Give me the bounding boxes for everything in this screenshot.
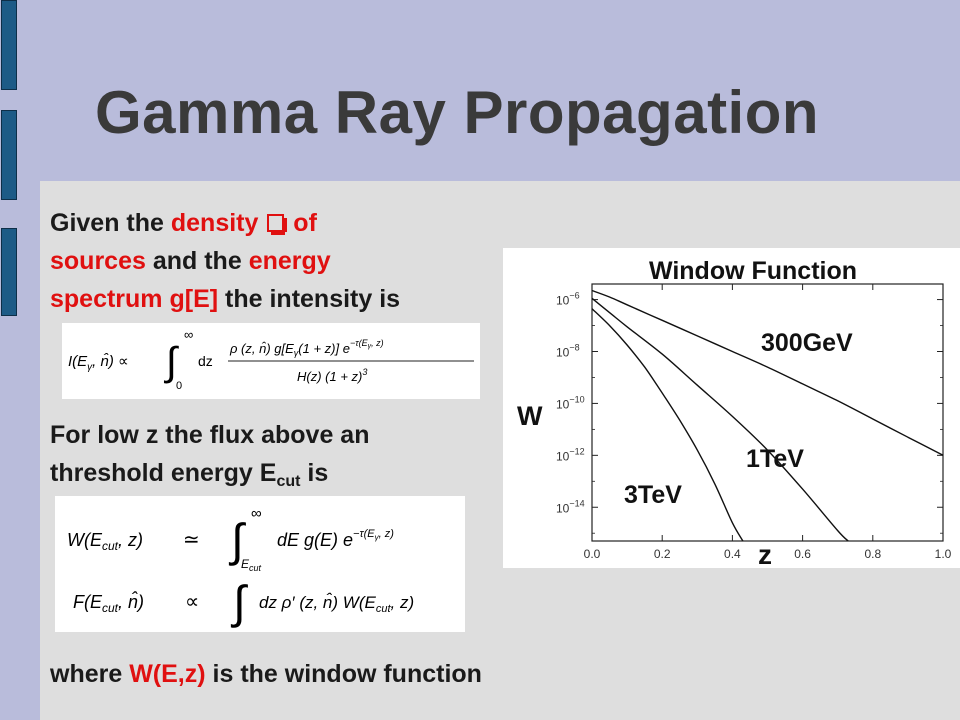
f1-int-upper: ∞	[184, 327, 193, 342]
svg-text:H(z) (1 + z)3: H(z) (1 + z)3	[297, 367, 367, 384]
plot-frame	[591, 283, 944, 542]
y-axis-label: W	[517, 401, 543, 431]
text-run: and the	[145, 247, 249, 275]
x-tick-label: 0.8	[864, 547, 881, 561]
x-tick-label: 1.0	[935, 547, 952, 561]
svg-text:W(Ecut, z): W(Ecut, z)	[67, 530, 143, 553]
f1-int-lower: 0	[176, 380, 182, 392]
f2-row2-rhs: dz ρ′ (z, n̂) W(E	[259, 592, 376, 612]
density-term: density	[170, 209, 259, 237]
text-run: is the window function	[205, 660, 482, 688]
text-run: threshold energy E	[50, 459, 277, 487]
f1-exp-sub: γ	[368, 343, 372, 350]
f1-lhs: I(E	[68, 353, 88, 370]
f2-row1-rhs: dE g(E) e	[277, 530, 353, 550]
f2-row1-lower: E	[241, 557, 250, 571]
f1-lhs-end: , n̂) ∝	[92, 353, 129, 370]
x-tick-label: 0.6	[794, 547, 811, 561]
x-tick-label: 0.2	[654, 547, 671, 561]
f2-row1-exp-end: , z)	[379, 528, 395, 540]
edge-tab	[1, 110, 17, 200]
series-line-1tev	[591, 297, 849, 542]
f2-row1-lhs: W(E	[67, 530, 103, 550]
f1-den-sup: 3	[362, 367, 367, 377]
x-axis-label: z	[758, 539, 772, 568]
y-tick-label: 10−12	[556, 446, 585, 463]
f2-row2-lhs-end: , n̂)	[118, 591, 144, 612]
integral-sign: ∫	[230, 576, 248, 628]
f1-numerator: ρ (z, n̂) g[E	[229, 341, 294, 356]
f1-exp: −τ(E	[350, 338, 369, 348]
window-flux-formulas: W(Ecut, z) ≃ ∫ ∞ Ecut dE g(E) e−τ(Eγ, z)…	[55, 496, 465, 632]
text-run: the intensity is	[218, 285, 401, 313]
y-tick-label: 10−6	[556, 291, 580, 308]
cut-subscript: cut	[276, 473, 301, 490]
svg-text:F(Ecut, n̂): F(Ecut, n̂)	[73, 591, 144, 615]
text-run: Given the	[50, 209, 171, 237]
svg-text:I(Eγ, n̂) ∝: I(Eγ, n̂) ∝	[68, 353, 129, 373]
energy-term: energy	[248, 247, 331, 275]
f1-lhs-sub: γ	[87, 362, 93, 373]
sources-term: sources	[50, 247, 146, 275]
f2-row1-upper: ∞	[251, 505, 262, 522]
f1-denominator: H(z) (1 + z)	[297, 369, 362, 384]
x-tick-label: 0.4	[724, 547, 741, 561]
f1-exp-end: , z)	[371, 338, 384, 348]
rho-box-glyph-icon	[267, 214, 288, 235]
f2-row2-lhs-sub: cut	[102, 601, 119, 615]
text-run: For low z the flux above an	[50, 421, 370, 449]
low-z-paragraph: For low z the flux above an threshold ene…	[50, 416, 490, 501]
series-line-300gev	[591, 289, 944, 456]
f1-dz: dz	[198, 353, 213, 369]
y-tick-label: 10−14	[556, 498, 585, 515]
f2-row2-rel: ∝	[185, 591, 199, 613]
window-function-note: where W(E,z) is the window function	[50, 657, 482, 691]
intensity-formula: I(Eγ, n̂) ∝ ∫ ∞ 0 dz ρ (z, n̂) g[Eγ(1 + …	[62, 323, 480, 399]
svg-text:ρ (z, n̂) g[Eγ(1 + z)] e−τ(Eγ: ρ (z, n̂) g[Eγ(1 + z)] e−τ(Eγ, z)	[229, 338, 384, 358]
f2-row1-lhs-end: , z)	[118, 530, 143, 550]
edge-tab	[1, 0, 17, 90]
svg-text:dz ρ′ (z, n̂) W(Ecut, z): dz ρ′ (z, n̂) W(Ecut, z)	[259, 592, 414, 615]
slide-title: Gamma Ray Propagation	[95, 79, 820, 146]
text-run: of	[286, 209, 317, 237]
y-tick-label: 10−8	[556, 342, 580, 359]
integral-sign: ∫	[228, 514, 246, 566]
svg-text:Ecut: Ecut	[241, 557, 262, 573]
x-tick-label: 0.0	[584, 547, 601, 561]
series-label-1tev: 1TeV	[746, 445, 804, 473]
intro-paragraph: Given the density of sources and the ener…	[50, 204, 510, 318]
f2-row2-rhs-end: , z)	[391, 593, 415, 612]
series-label-3tev: 3TeV	[624, 481, 682, 509]
y-tick-label: 10−10	[556, 394, 585, 411]
integral-sign: ∫	[164, 340, 180, 384]
f2-row1-exp: −τ(E	[353, 528, 375, 540]
f2-row1-lower-sub: cut	[249, 563, 262, 573]
series-line-3tev	[591, 308, 744, 542]
series-label-300gev: 300GeV	[761, 329, 853, 357]
chart-title: Window Function	[649, 257, 857, 285]
window-flux-formulas-svg: W(Ecut, z) ≃ ∫ ∞ Ecut dE g(E) e−τ(Eγ, z)…	[67, 505, 414, 628]
f2-row1-lhs-sub: cut	[102, 539, 119, 553]
f2-row2-lhs: F(E	[73, 592, 103, 612]
f2-row1-exp-sub: γ	[375, 533, 380, 542]
f1-num-end: (1 + z)] e	[298, 341, 350, 356]
svg-text:dE g(E) e−τ(Eγ, z): dE g(E) e−τ(Eγ, z)	[277, 528, 394, 550]
edge-tab	[1, 228, 17, 316]
f2-row2-rhs-sub: cut	[376, 603, 392, 615]
f1-num-sub: γ	[294, 348, 299, 358]
spectrum-term: spectrum g[E]	[50, 285, 219, 313]
intensity-formula-svg: I(Eγ, n̂) ∝ ∫ ∞ 0 dz ρ (z, n̂) g[Eγ(1 + …	[68, 327, 474, 392]
text-run: is	[300, 459, 329, 487]
wez-term: W(E,z)	[129, 660, 206, 688]
text-run: where	[50, 660, 130, 688]
left-edge-bar	[0, 0, 20, 720]
window-function-chart-svg: Window Function W z 0.0 0.2 0.4 0.6 0.8 1.0 10…	[517, 257, 952, 570]
f2-row1-rel: ≃	[183, 529, 200, 551]
window-function-chart: Window Function W z 0.0 0.2 0.4 0.6 0.8 1.0 10…	[503, 248, 960, 570]
